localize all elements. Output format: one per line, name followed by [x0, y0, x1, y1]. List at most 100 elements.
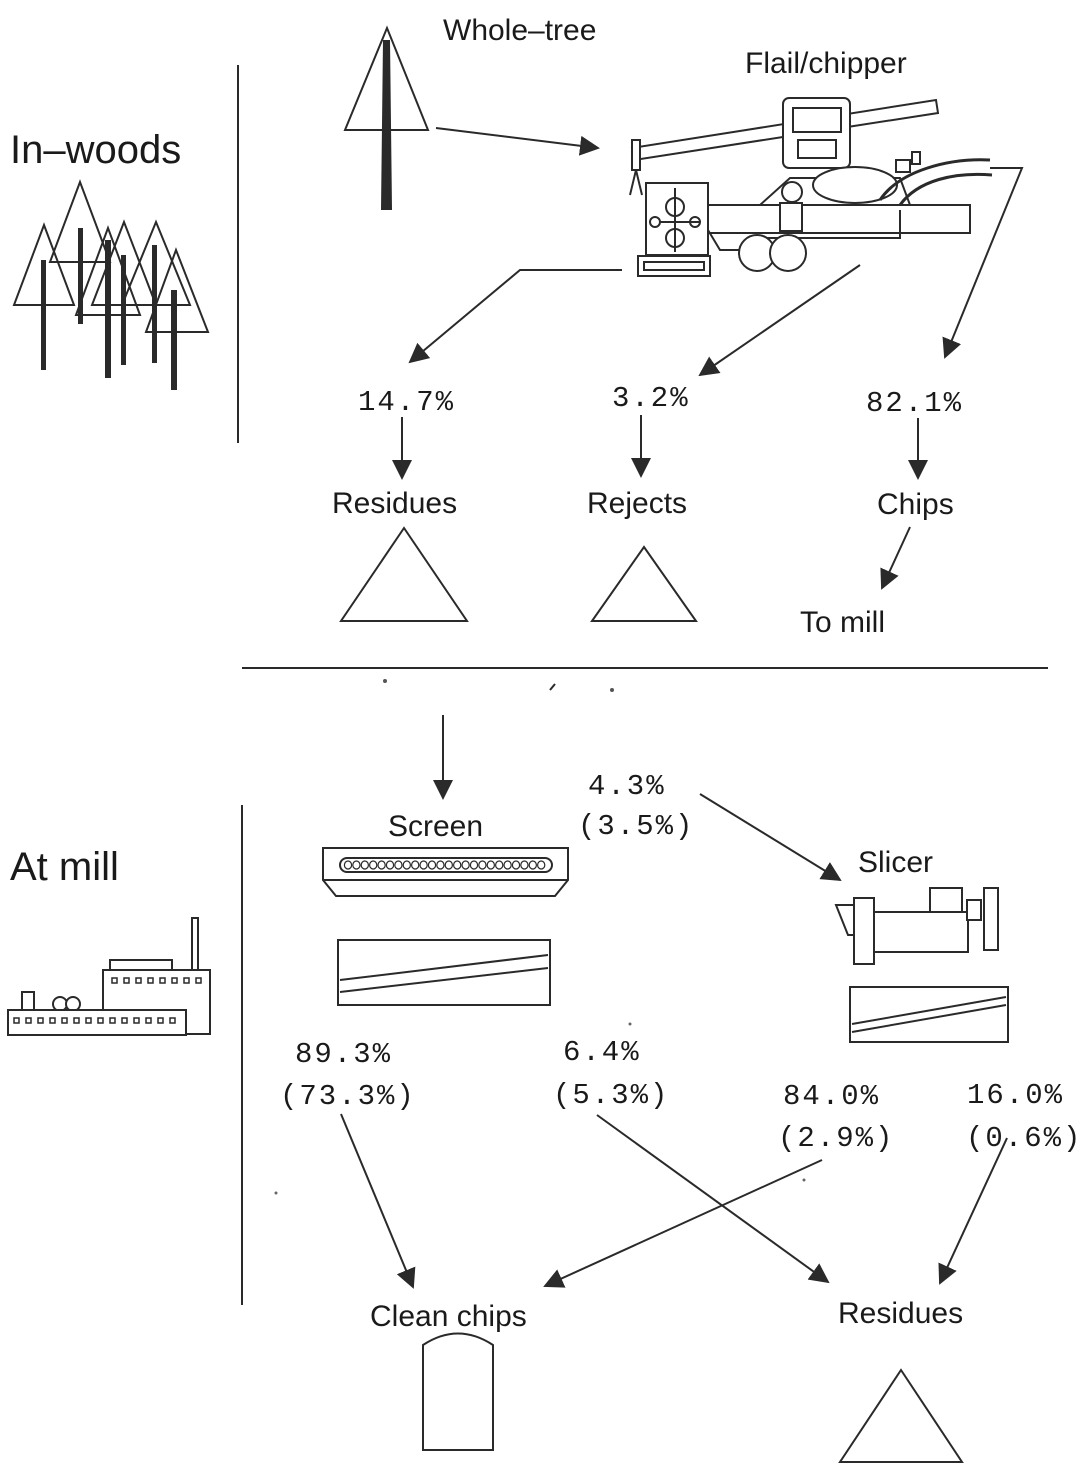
speck-mark	[383, 679, 387, 683]
chips-to-mill-arrow	[880, 526, 911, 590]
chips-label: Chips	[877, 488, 954, 521]
mill-window	[195, 977, 202, 984]
slicer-output-box	[849, 986, 1009, 1043]
mill-window	[183, 977, 190, 984]
residues-pile-icon	[339, 526, 469, 622]
to-mill-label: To mill	[800, 606, 885, 639]
mill-window	[111, 977, 118, 984]
slicer-label: Slicer	[858, 846, 933, 879]
screen-hole	[352, 860, 361, 870]
forest-icon	[12, 179, 210, 390]
mill-window	[25, 1017, 32, 1024]
screen-hole	[528, 860, 538, 870]
flail-chipper-label: Flail/chipper	[745, 47, 907, 80]
to-rejects-arrow	[698, 264, 861, 377]
screen-to-clean-total: (73.3%)	[280, 1080, 416, 1113]
to-chips-arrow	[942, 167, 1024, 359]
screen-to-residues-pct: 6.4%	[563, 1036, 641, 1069]
speck-mark	[274, 1191, 278, 1195]
screen-hole	[419, 860, 428, 870]
speck-mark	[610, 688, 614, 692]
screen-hole	[486, 860, 495, 870]
slicer-icon	[834, 887, 999, 965]
screen-hole	[444, 860, 453, 870]
speck-mark	[628, 1022, 632, 1026]
mill-window	[135, 977, 142, 984]
mill-window	[61, 1017, 68, 1024]
mill-window	[73, 1017, 80, 1024]
mill-window	[37, 1017, 44, 1024]
screen-icon	[322, 847, 569, 897]
screen-output-box	[337, 939, 551, 1006]
screen-to-residues-total: (5.3%)	[553, 1079, 669, 1112]
mill-window	[171, 977, 178, 984]
screen-hole	[377, 860, 386, 870]
screen-hole	[511, 860, 521, 870]
mill-window	[49, 1017, 56, 1024]
speck-mark	[802, 1178, 806, 1182]
screen-label: Screen	[388, 810, 483, 843]
screen-hole	[469, 860, 479, 870]
mill-window	[97, 1017, 104, 1024]
section-label-at-mill: At mill	[10, 845, 119, 889]
residues-pct: 14.7%	[358, 386, 455, 419]
chips-pct: 82.1%	[866, 387, 963, 420]
mill-window	[157, 1017, 164, 1024]
mill-window	[13, 1017, 20, 1024]
screen-hole	[360, 860, 369, 870]
screen-to-slicer-pct: 4.3%	[588, 770, 666, 803]
screen-hole	[394, 860, 403, 870]
screen-hole	[461, 860, 470, 870]
screen-to-slicer-arrow	[699, 793, 842, 882]
mill-window	[159, 977, 166, 984]
mill-window	[169, 1017, 176, 1024]
slicer-to-residues-pct: 16.0%	[967, 1079, 1064, 1112]
slicer-to-residues-total: (0.6%)	[966, 1122, 1082, 1155]
screen-to-slicer-total: (3.5%)	[578, 810, 694, 843]
clean-chips-label: Clean chips	[370, 1300, 527, 1333]
mill-window	[145, 1017, 152, 1024]
whole-tree-label: Whole–tree	[443, 14, 596, 47]
screen-hole	[385, 860, 395, 870]
slicer-to-clean-arrow	[543, 1159, 823, 1288]
silo-icon	[422, 1332, 494, 1451]
screen-hole	[453, 860, 462, 870]
screen-hole	[402, 860, 411, 870]
mill-window	[109, 1017, 116, 1024]
mill-window	[147, 977, 154, 984]
screen-hole	[343, 860, 353, 870]
screen-hole	[436, 860, 445, 870]
mill-residues-pile-icon	[838, 1368, 964, 1463]
screen-hole	[411, 860, 420, 870]
speck-mark	[549, 683, 556, 691]
screen-hole	[503, 860, 512, 870]
to-residues-arrow	[408, 269, 622, 364]
slicer-to-residues-arrow	[938, 1137, 1008, 1285]
screen-hole	[369, 860, 378, 870]
mill-window	[133, 1017, 140, 1024]
mill-window	[123, 977, 130, 984]
screen-to-clean-arrow	[340, 1113, 416, 1289]
tree-to-chipper-arrow	[435, 127, 600, 156]
mill-window	[121, 1017, 128, 1024]
slicer-to-clean-pct: 84.0%	[783, 1080, 880, 1113]
mill-residues-label: Residues	[838, 1297, 963, 1330]
mill-icon	[7, 917, 211, 1036]
residues-label: Residues	[332, 487, 457, 520]
screen-hole	[537, 860, 546, 870]
screen-hole	[427, 860, 437, 870]
screen-hole	[520, 860, 529, 870]
section-label-in-woods: In–woods	[10, 128, 181, 172]
screen-hole	[495, 860, 504, 870]
slicer-to-clean-total: (2.9%)	[778, 1122, 894, 1155]
screen-to-residues-arrow	[596, 1114, 830, 1284]
screen-hole	[478, 860, 487, 870]
rejects-label: Rejects	[587, 487, 687, 520]
mill-window	[85, 1017, 92, 1024]
flail-chipper-icon	[629, 97, 993, 277]
whole-tree-icon	[343, 25, 430, 210]
rejects-pile-icon	[590, 545, 698, 622]
screen-to-clean-pct: 89.3%	[295, 1038, 392, 1071]
